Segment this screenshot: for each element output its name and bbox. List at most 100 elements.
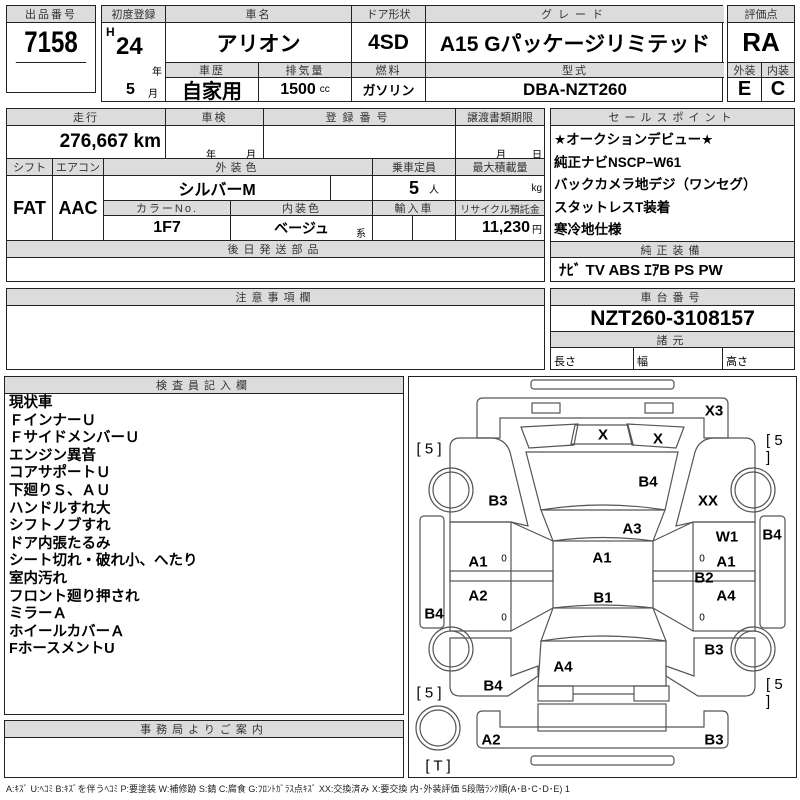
mileage-label: 走行 (7, 109, 166, 126)
equipment: ﾅﾋﾞ TV ABS ｴｱB PS PW (559, 262, 723, 279)
damage-mark: A1 (716, 553, 736, 571)
damage-mark: B3 (704, 641, 724, 659)
damage-mark: W1 (715, 528, 739, 546)
yen-unit: 円 (532, 224, 542, 236)
height-label: 高さ (726, 355, 748, 368)
car-outline (415, 379, 786, 766)
interior-score: C (770, 78, 786, 100)
capacity-unit: 人 (429, 184, 439, 196)
inspector-note: コアサポートＵ (9, 465, 111, 482)
exterior-color: シルバーM (104, 176, 331, 201)
score-box: 評価点 RA 外装 内装 E C (727, 5, 795, 102)
lot-box: 出品番号 7158 (6, 5, 96, 93)
cc-unit: cc (319, 84, 330, 95)
chassis-box: 車台番号 NZT260-3108157 諸元 長さ 幅 高さ (550, 288, 795, 370)
spec-label: 諸元 (551, 332, 794, 348)
damage-mark: B2 (694, 569, 714, 587)
exterior-label: 外装 (728, 63, 762, 78)
inspector-note: 現状車 (9, 395, 53, 411)
score-label: 評価点 (728, 6, 794, 23)
inspector-note: 下廻りＳ、ＡＵ (9, 482, 111, 499)
legend: A:ｷｽﾞ U:ﾍｺﾐ B:ｷｽﾞを伴うﾍｺﾐ P:要塗装 W:補修跡 S:錆 … (6, 784, 570, 794)
import-label: 輸入車 (373, 201, 456, 216)
fuel: ガソリン (352, 78, 426, 101)
notes-label: 注意事項欄 (7, 289, 544, 306)
car-name: アリオン (166, 23, 352, 63)
sales-points-box: セールスポイント ★オークションデビュー★ 純正ナビNSCP−W61 バックカメ… (550, 108, 795, 282)
displacement: 1500 (280, 80, 316, 98)
import-a (373, 216, 413, 241)
office-label: 事務局よりご案内 (5, 721, 403, 738)
zero-mark: 0 (501, 553, 507, 565)
inspector-note: ＦインナーＵ (9, 412, 96, 429)
inspector-note: ハンドルすれ大 (9, 500, 111, 517)
car-name-label: 車名 (166, 6, 352, 23)
model-code: DBA-NZT260 (523, 79, 627, 99)
vehicle-info: 初度登録 車名 ドア形状 グレード H 24 年 5 月 アリオン 4SD A1… (101, 5, 724, 102)
damage-mark: [ 5 ] (766, 676, 783, 710)
year-unit: 年 (152, 67, 162, 78)
damage-mark: A3 (622, 520, 642, 538)
damage-mark: [ 5 ] (416, 684, 442, 702)
notes-box: 注意事項欄 (6, 288, 545, 370)
transfer-cell: 月 日 (456, 126, 544, 159)
door-label: ドア形状 (352, 6, 426, 23)
width-label: 幅 (634, 348, 723, 369)
equipment-label: 純正装備 (551, 241, 794, 258)
overall-score: RA (728, 23, 794, 63)
lot-label: 出品番号 (7, 6, 95, 23)
interior-color-label: 内装色 (231, 201, 373, 216)
color-extra (331, 176, 373, 201)
shift: FAT (7, 176, 53, 241)
displacement-label: 排気量 (259, 63, 352, 78)
zero-mark: 0 (501, 612, 507, 624)
inspector-note: FホースメントU (9, 641, 115, 658)
shift-label: シフト (7, 159, 53, 176)
damage-mark: B3 (704, 731, 724, 749)
damage-mark: A4 (553, 658, 573, 676)
displacement-cell: 1500 cc (259, 78, 352, 101)
interior-label: 内装 (762, 63, 794, 78)
door-type: 4SD (352, 23, 426, 63)
inspector-note: 室内汚れ (9, 570, 67, 587)
length-label: 長さ (551, 348, 634, 369)
damage-mark: B4 (483, 677, 503, 695)
reg-year: 24 (116, 33, 143, 60)
inspector-note: ミラーＡ (9, 606, 67, 623)
capacity-label: 乗車定員 (373, 159, 456, 176)
capacity: 5 (408, 177, 419, 198)
transfer-label: 譲渡書類期限 (456, 109, 544, 126)
history-label: 車歴 (166, 63, 259, 78)
interior-color-unit: 系 (356, 229, 366, 240)
first-reg-cell: H 24 年 5 月 (102, 23, 166, 101)
transfer-month-unit: 月 (496, 150, 506, 159)
mileage: 276,667 km (7, 126, 166, 159)
insp-year-unit: 年 (206, 150, 216, 159)
air-conditioner: AAC (53, 176, 104, 241)
inspector-label: 検査員記入欄 (5, 377, 403, 394)
damage-mark: A2 (481, 731, 501, 749)
color-label: 外装色 (104, 159, 373, 176)
damage-mark: A1 (468, 553, 488, 571)
history: 自家用 (166, 78, 259, 101)
first-reg-label: 初度登録 (102, 6, 166, 23)
damage-mark: X (597, 426, 609, 444)
sales-point: 寒冷地仕様 (554, 222, 622, 237)
load-unit: kg (456, 176, 544, 201)
zero-mark: 0 (699, 612, 705, 624)
damage-mark: [ T ] (425, 757, 451, 775)
ac-label: エアコン (53, 159, 104, 176)
reg-month: 5 (126, 81, 135, 98)
inspector-box: 検査員記入欄 現状車 ＦインナーＵ ＦサイドメンバーＵ エンジン異音 コアサポー… (4, 376, 404, 715)
inspector-note: ドア内張たるみ (9, 535, 111, 552)
chassis-label: 車台番号 (551, 289, 794, 306)
damage-mark: B3 (488, 492, 508, 510)
grade: A15 Gパッケージリミテッド (426, 23, 724, 63)
inspector-note: ＦサイドメンバーＵ (9, 430, 140, 447)
office-box: 事務局よりご案内 (4, 720, 404, 778)
inspection-label: 車検 (166, 109, 264, 126)
damage-mark: A4 (716, 587, 736, 605)
damage-mark: XX (697, 492, 719, 510)
inspector-note: シート切れ・破れ小、へたり (9, 553, 198, 570)
sales-point: スタットレスT装着 (554, 199, 671, 215)
